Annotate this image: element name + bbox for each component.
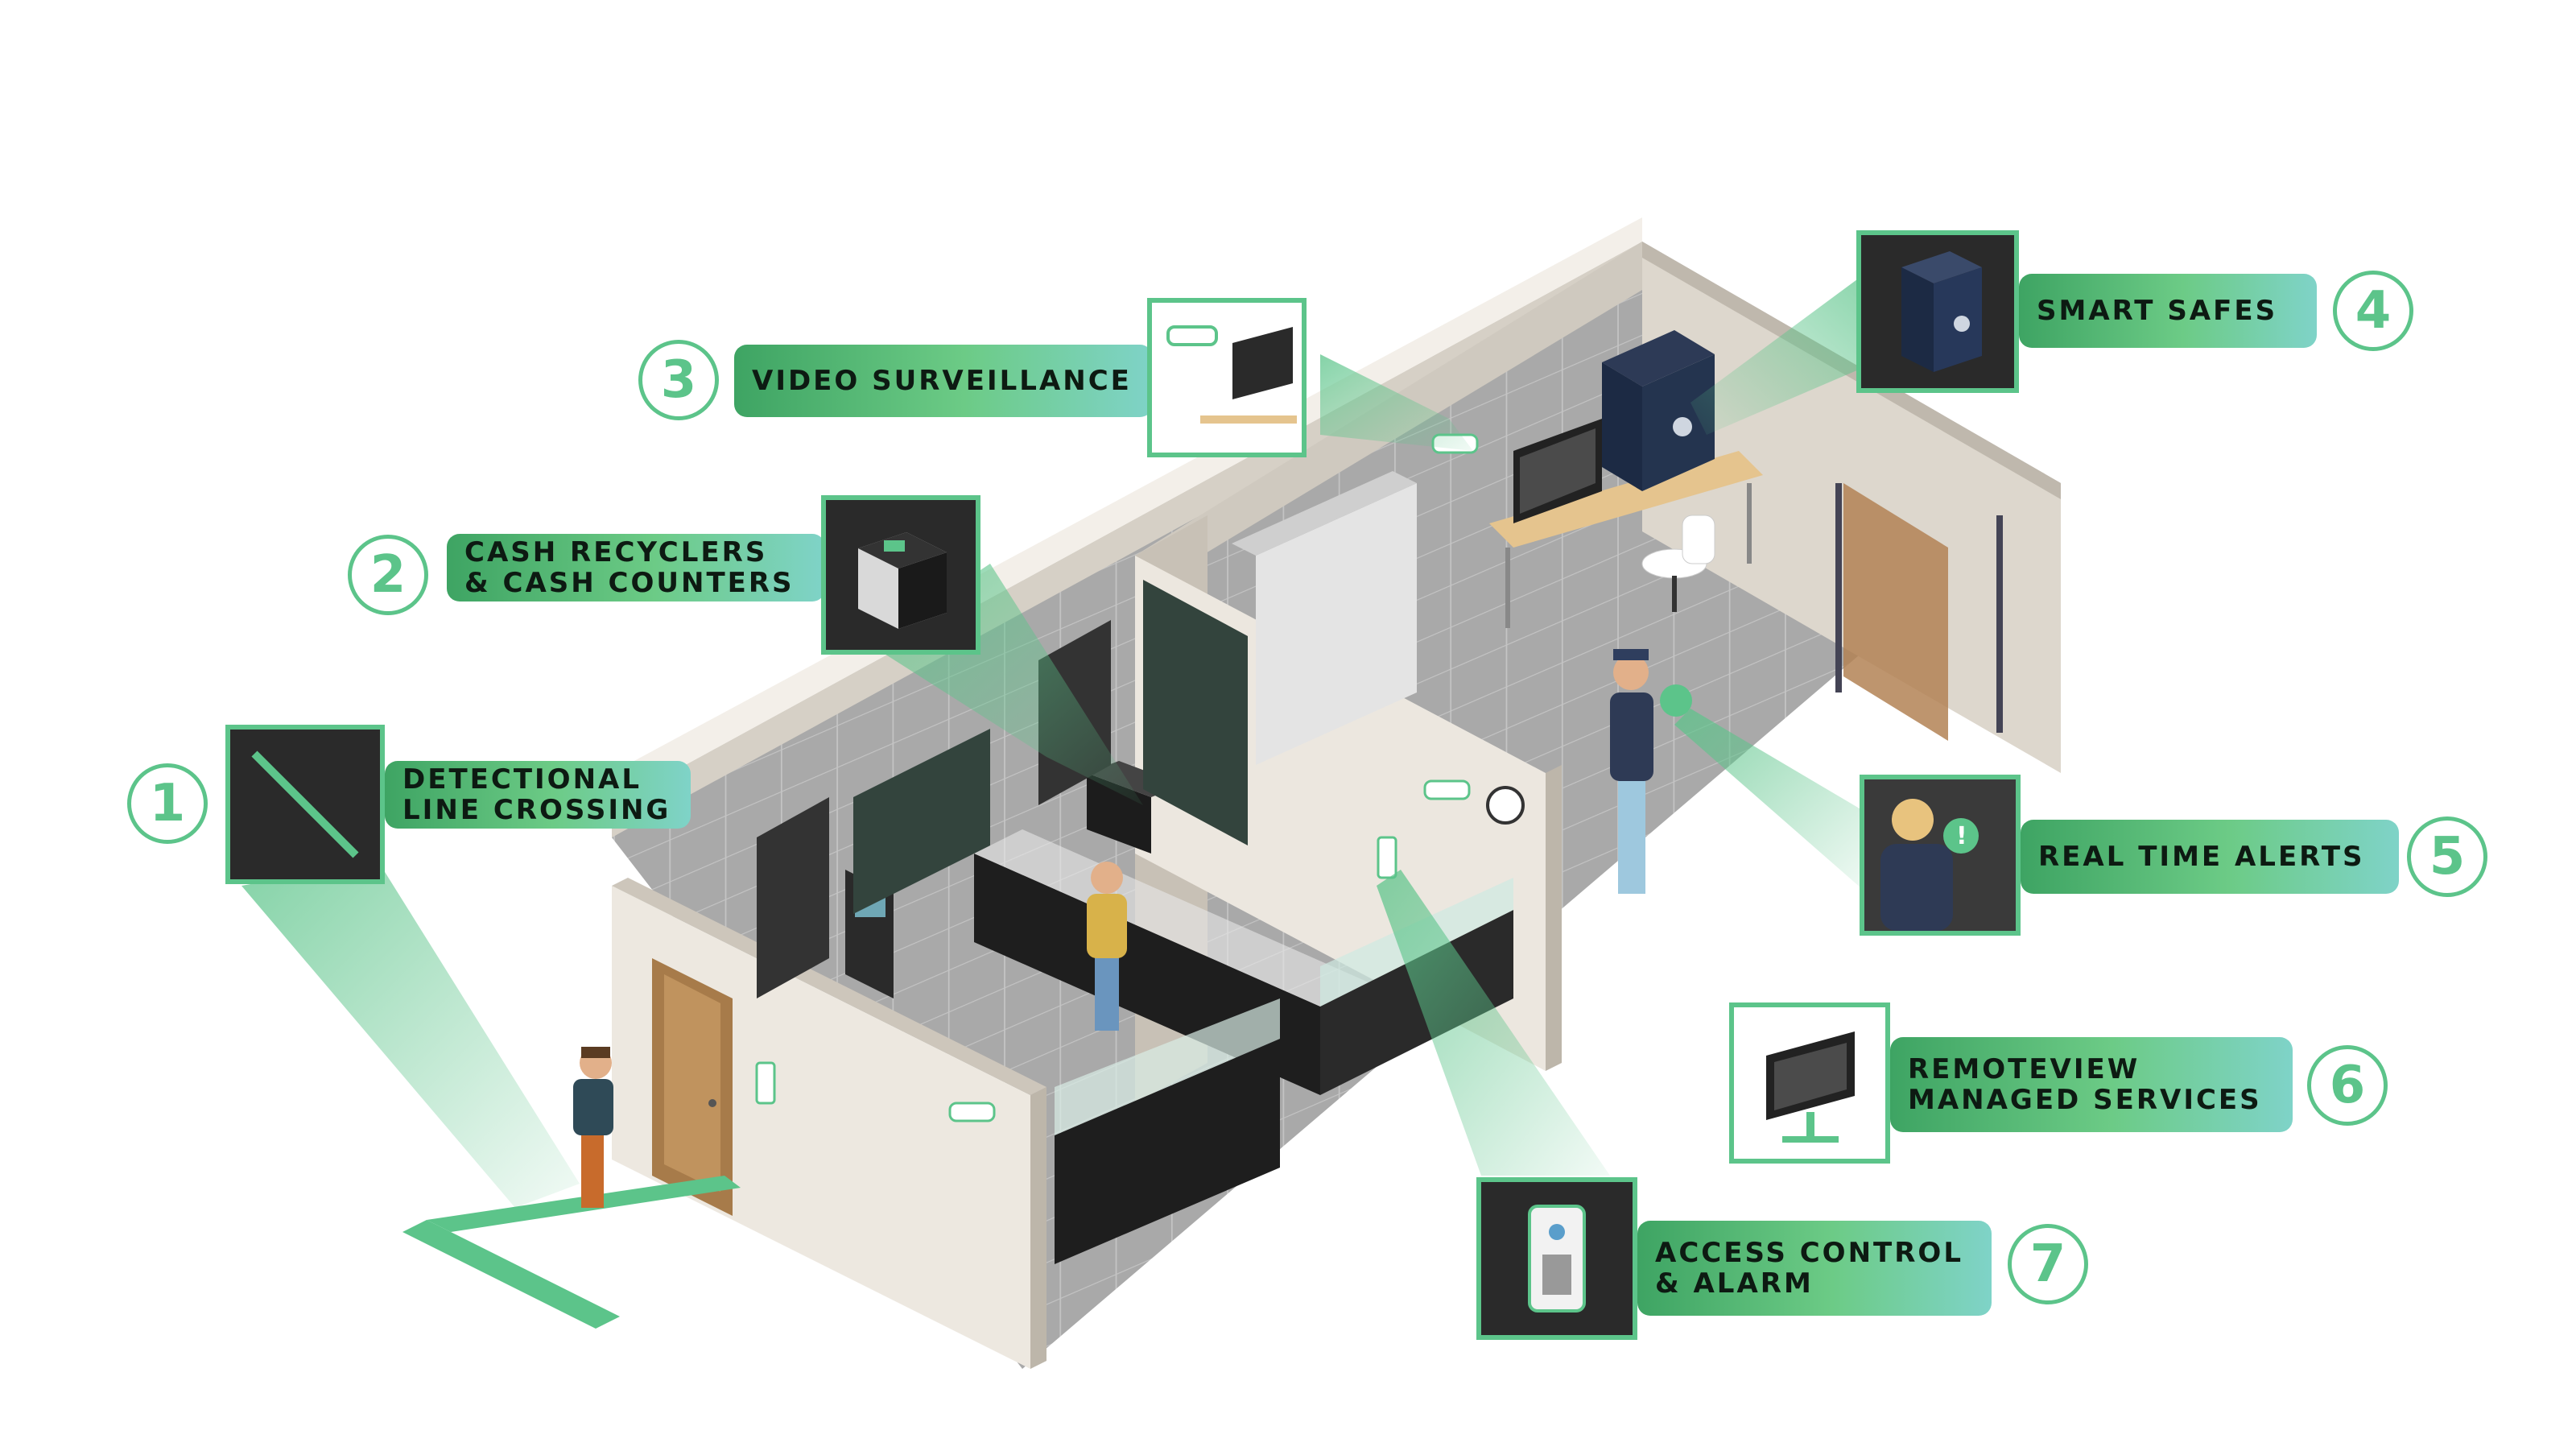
callout-label-2: CASH RECYCLERS & CASH COUNTERS xyxy=(447,534,825,601)
callout-number-7: 7 xyxy=(2008,1224,2088,1304)
office-chair xyxy=(1641,515,1715,612)
callout-number-6: 6 xyxy=(2307,1045,2388,1126)
camera-monitor-icon xyxy=(1147,298,1307,457)
display-counters xyxy=(974,829,1513,1264)
beam-3 xyxy=(1320,354,1473,451)
entrance-door xyxy=(652,958,733,1216)
line-crossing-icon xyxy=(225,725,385,884)
customer-at-counter xyxy=(1087,862,1127,1031)
beam-5 xyxy=(1674,709,1868,894)
callout-number-2: 2 xyxy=(348,535,428,615)
callout-label-3: VIDEO SURVEILLANCE xyxy=(734,345,1153,417)
cash-recycler-icon xyxy=(821,495,980,655)
monitor-icon xyxy=(1729,1002,1890,1164)
callout-label-6: REMOTEVIEW MANAGED SERVICES xyxy=(1890,1037,2293,1132)
callout-label-7: ACCESS CONTROL & ALARM xyxy=(1637,1221,1992,1316)
lockers xyxy=(1256,483,1417,765)
employee-with-phone xyxy=(1610,649,1692,894)
storage-shelf xyxy=(1835,483,2003,741)
callout-label-5: REAL TIME ALERTS xyxy=(2021,820,2399,894)
wall-clock xyxy=(1486,786,1525,825)
keypad-icon xyxy=(1476,1177,1637,1340)
callout-number-1: 1 xyxy=(127,763,208,844)
smart-safe xyxy=(1602,330,1715,491)
callout-label-1: DETECTIONAL LINE CROSSING xyxy=(385,761,691,829)
callout-label-4: SMART SAFES xyxy=(2019,274,2317,348)
callout-number-4: 4 xyxy=(2333,271,2413,351)
alert-person-icon: ! xyxy=(1860,775,2021,936)
beam-4 xyxy=(1690,266,1876,435)
beam-7 xyxy=(1377,870,1610,1176)
safe-icon xyxy=(1856,230,2019,393)
leaf-poster xyxy=(1143,580,1248,845)
office-desk xyxy=(1489,419,1763,628)
callout-number-5: 5 xyxy=(2407,816,2487,897)
customer-at-door xyxy=(573,1047,613,1208)
line-crossing-beam xyxy=(242,862,580,1208)
svg-text:!: ! xyxy=(1956,822,1967,850)
callout-number-3: 3 xyxy=(638,340,719,420)
